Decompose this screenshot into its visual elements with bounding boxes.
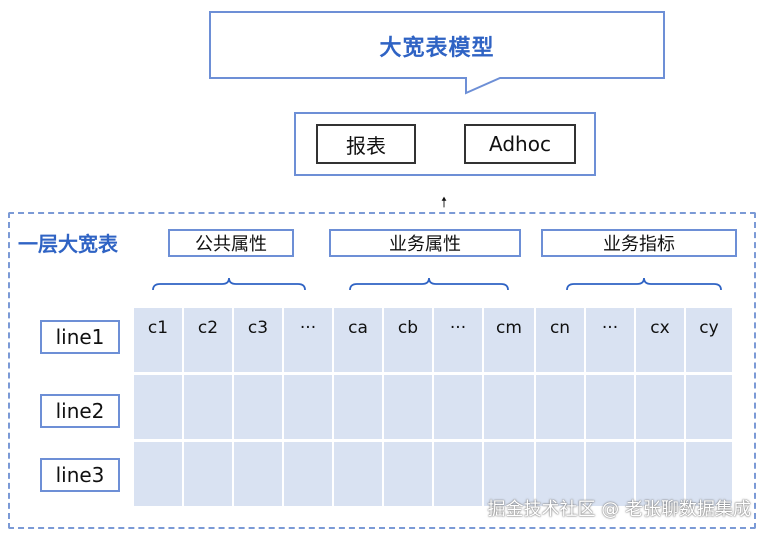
column-header-cell: ··· bbox=[586, 308, 634, 372]
data-cell bbox=[234, 442, 282, 506]
data-cell bbox=[134, 442, 182, 506]
data-cell bbox=[484, 375, 534, 439]
adhoc-box: Adhoc bbox=[464, 124, 576, 164]
report-box: 报表 bbox=[316, 124, 416, 164]
data-cell bbox=[234, 375, 282, 439]
data-cell bbox=[686, 442, 732, 506]
data-cell bbox=[434, 375, 482, 439]
data-cell bbox=[384, 442, 432, 506]
column-header-cell: cy bbox=[686, 308, 732, 372]
row-label-line2: line2 bbox=[40, 394, 120, 428]
wide-table-grid: c1 c2 c3 ··· ca cb ··· cm cn ··· cx cy bbox=[134, 308, 732, 506]
brace-business-metric bbox=[566, 277, 722, 291]
row-label-line1: line1 bbox=[40, 320, 120, 354]
column-header-cell: cm bbox=[484, 308, 534, 372]
brace-business-attr bbox=[349, 277, 509, 291]
data-cell bbox=[434, 442, 482, 506]
column-header-cell: ca bbox=[334, 308, 382, 372]
data-cell bbox=[284, 375, 332, 439]
column-header-cell: cn bbox=[536, 308, 584, 372]
model-title: 大宽表模型 bbox=[379, 36, 495, 61]
column-header-cell: c1 bbox=[134, 308, 182, 372]
data-cell bbox=[334, 375, 382, 439]
group-label-common: 公共属性 bbox=[168, 229, 294, 257]
column-header-cell: ··· bbox=[434, 308, 482, 372]
data-cell bbox=[284, 442, 332, 506]
group-label-business-attr: 业务属性 bbox=[329, 229, 521, 257]
data-cell bbox=[184, 442, 232, 506]
column-header-cell: c3 bbox=[234, 308, 282, 372]
brace-common bbox=[152, 277, 306, 291]
data-cell bbox=[484, 442, 534, 506]
data-cell bbox=[536, 375, 584, 439]
layer-title: 一层大宽表 bbox=[18, 232, 118, 256]
watermark: 掘金技术社区 @ 老张聊数据集成 bbox=[487, 499, 751, 520]
data-cell bbox=[334, 442, 382, 506]
data-cell bbox=[134, 375, 182, 439]
row-label-line3: line3 bbox=[40, 458, 120, 492]
data-cell bbox=[636, 442, 684, 506]
column-header-cell: ··· bbox=[284, 308, 332, 372]
column-header-cell: c2 bbox=[184, 308, 232, 372]
data-cell bbox=[384, 375, 432, 439]
group-label-business-metric: 业务指标 bbox=[541, 229, 737, 257]
data-cell bbox=[586, 375, 634, 439]
wide-table-layer bbox=[8, 212, 756, 529]
data-cell bbox=[636, 375, 684, 439]
up-arrow-icon bbox=[441, 196, 447, 208]
column-header-cell: cb bbox=[384, 308, 432, 372]
column-header-cell: cx bbox=[636, 308, 684, 372]
data-cell bbox=[184, 375, 232, 439]
data-cell bbox=[686, 375, 732, 439]
model-callout-shape bbox=[209, 11, 665, 95]
application-box: 报表 Adhoc bbox=[294, 112, 596, 176]
data-cell bbox=[586, 442, 634, 506]
data-cell bbox=[536, 442, 584, 506]
